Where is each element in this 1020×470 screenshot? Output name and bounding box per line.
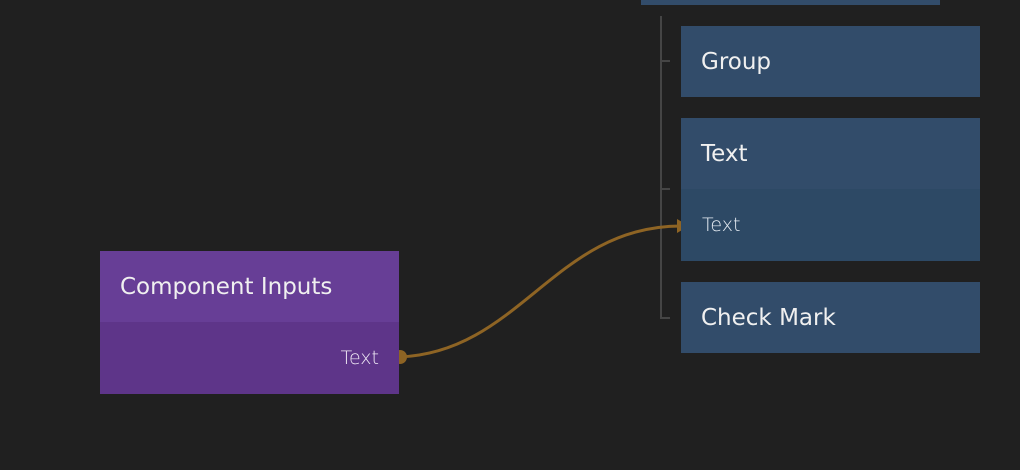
group-node-title: Group (701, 48, 772, 75)
input-port-text[interactable]: Text (681, 189, 980, 261)
group-node[interactable]: Group (681, 26, 980, 97)
output-port-text[interactable]: Text (100, 322, 399, 394)
component-inputs-title: Component Inputs (100, 251, 399, 322)
partial-parent-node[interactable] (641, 0, 940, 5)
component-inputs-node[interactable]: Component Inputs Text (100, 251, 399, 394)
text-node-title: Text (701, 140, 748, 167)
check-mark-node[interactable]: Check Mark (681, 282, 980, 353)
text-connection-wire[interactable] (399, 224, 682, 359)
hierarchy-line (660, 16, 670, 319)
text-node[interactable]: Text Text (681, 118, 980, 261)
check-mark-node-title: Check Mark (701, 304, 836, 331)
output-port-label: Text (340, 347, 379, 369)
input-port-label: Text (702, 214, 741, 236)
